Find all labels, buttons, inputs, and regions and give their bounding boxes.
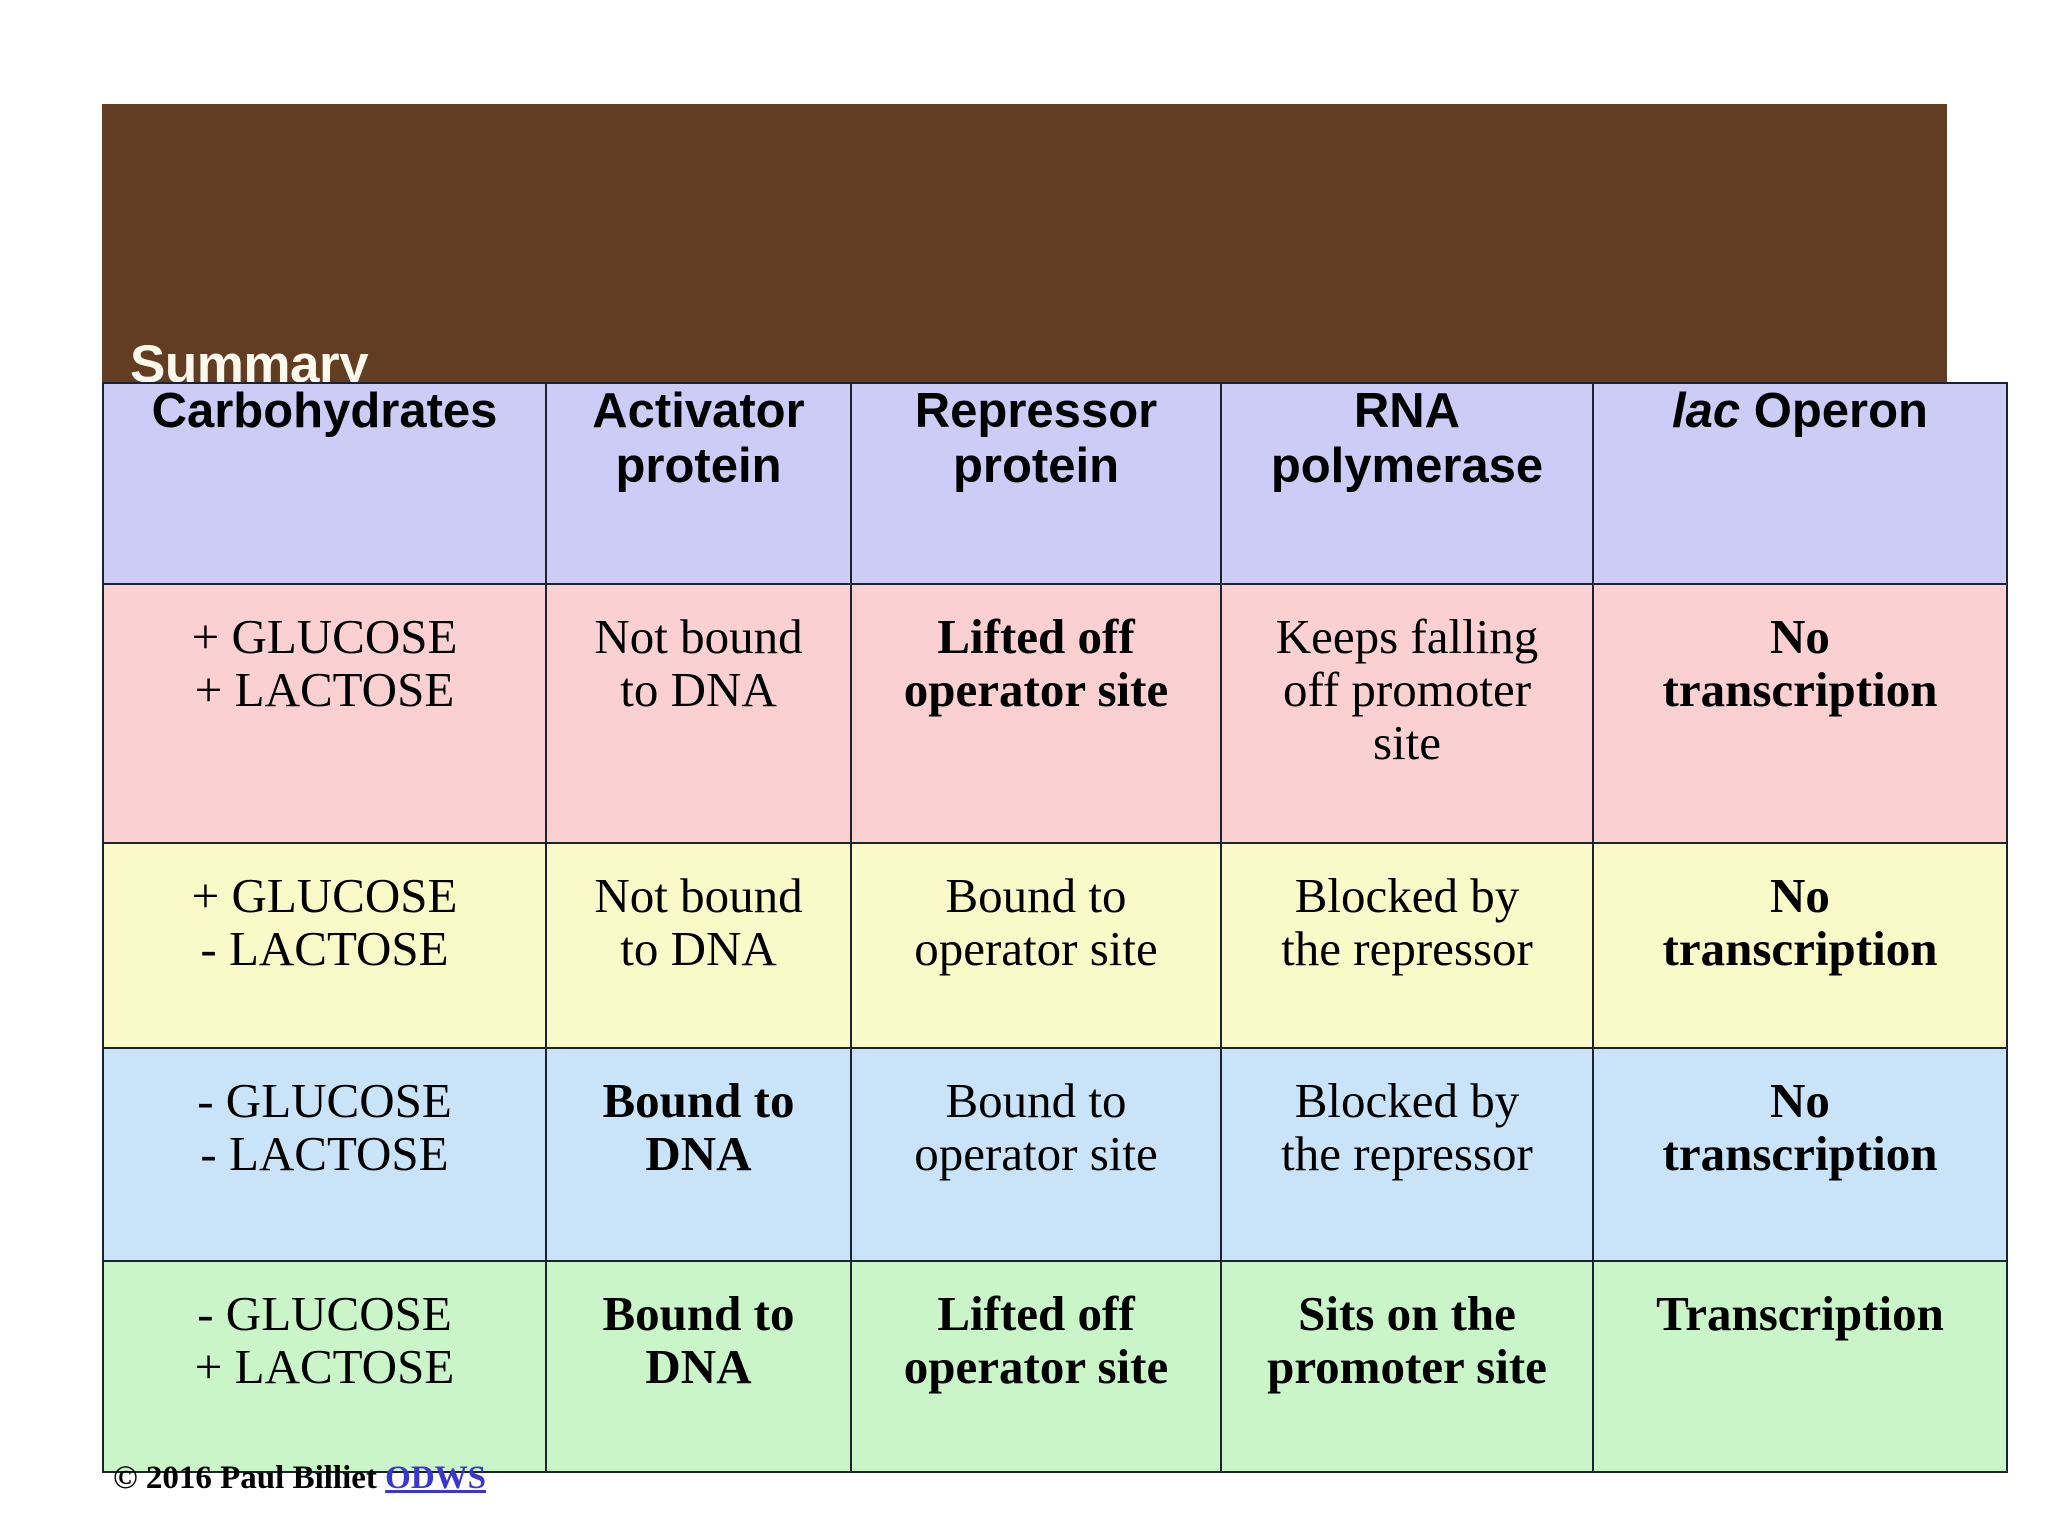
cell-rna-polymerase: Sits on the promoter site [1220,1260,1594,1473]
header-line: protein [615,438,782,493]
cell-rna-polymerase: Blocked by the repressor [1220,842,1594,1049]
cell-lac-operon: Transcription [1592,1260,2008,1473]
summary-table: Carbohydrates Activator protein Represso… [102,382,2008,1473]
cell-line: transcription [1662,1125,1938,1181]
header-line: lac Operon [1594,384,2006,439]
cell-line: to DNA [620,920,777,976]
odws-link[interactable]: ODWS [385,1460,487,1496]
cell-repressor-protein: Bound to operator site [850,842,1222,1049]
cell-carbohydrates: - GLUCOSE - LACTOSE [102,1047,547,1262]
cell-repressor-protein: Bound to operator site [850,1047,1222,1262]
cell-line: Bound to [602,1286,795,1341]
cell-line: + LACTOSE [194,661,455,717]
column-header-repressor-protein: Repressor protein [850,382,1222,585]
cell-rna-polymerase: Blocked by the repressor [1220,1047,1594,1262]
table-row: - GLUCOSE + LACTOSE Bound to DNA Lifted … [102,1260,2008,1473]
cell-line: Bound to [945,1073,1127,1128]
cell-lac-operon: No transcription [1592,842,2008,1049]
header-line: protein [952,438,1120,493]
cell-line: Not bound [594,868,803,923]
cell-line: DNA [645,1338,752,1394]
cell-line: Bound to [602,1073,795,1128]
cell-line: DNA [645,1125,752,1181]
cell-line: + LACTOSE [194,1338,455,1394]
cell-line: operator site [903,1338,1169,1394]
cell-line: Lifted off [937,1286,1135,1341]
cell-line: off promoter [1282,661,1532,717]
cell-activator-protein: Not bound to DNA [545,583,852,844]
cell-activator-protein: Not bound to DNA [545,842,852,1049]
cell-line: - LACTOSE [200,1125,449,1181]
header-line: Repressor [914,384,1158,438]
cell-activator-protein: Bound to DNA [545,1260,852,1473]
cell-lac-operon: No transcription [1592,1047,2008,1262]
cell-repressor-protein: Lifted off operator site [850,1260,1222,1473]
cell-line: No [1770,868,1830,923]
cell-line: Blocked by [1294,868,1520,923]
cell-line: Sits on the [1298,1286,1516,1341]
column-header-lac-operon: lac Operon [1592,382,2008,585]
operon-text: Operon [1740,384,1928,438]
cell-repressor-protein: Lifted off operator site [850,583,1222,844]
table-row: - GLUCOSE - LACTOSE Bound to DNA Bound t… [102,1047,2008,1262]
table-row: + GLUCOSE + LACTOSE Not bound to DNA Lif… [102,583,2008,844]
cell-line: operator site [914,1125,1158,1181]
cell-line: to DNA [620,661,777,717]
cell-line: - GLUCOSE [197,1073,452,1128]
cell-line: transcription [1662,920,1938,976]
cell-line: No [1770,609,1830,664]
title-banner [102,104,1947,382]
cell-line: Transcription [1656,1286,1944,1341]
cell-lac-operon: No transcription [1592,583,2008,844]
cell-carbohydrates: + GLUCOSE + LACTOSE [102,583,547,844]
cell-line: Lifted off [937,609,1135,664]
cell-carbohydrates: + GLUCOSE - LACTOSE [102,842,547,1049]
cell-rna-polymerase: Keeps falling off promoter site [1220,583,1594,844]
table-row: + GLUCOSE - LACTOSE Not bound to DNA Bou… [102,842,2008,1049]
header-line: Activator [592,384,805,438]
cell-line: Not bound [594,609,803,664]
header-line: RNA [1353,384,1461,438]
header-line: Carbohydrates [151,384,498,438]
column-header-activator-protein: Activator protein [545,382,852,585]
cell-line: transcription [1662,661,1938,717]
cell-line: - LACTOSE [200,920,449,976]
cell-line: operator site [914,920,1158,976]
cell-line: Keeps falling [1275,609,1539,664]
table-header-row: Carbohydrates Activator protein Represso… [102,382,2008,585]
cell-line: promoter site [1267,1338,1547,1394]
cell-activator-protein: Bound to DNA [545,1047,852,1262]
cell-line: the repressor [1281,1125,1533,1181]
cell-line: Blocked by [1294,1073,1520,1128]
copyright-credit: © 2016 Paul Billiet ODWS [113,1460,486,1497]
cell-line: the repressor [1281,920,1533,976]
credit-text: © 2016 Paul Billiet [113,1460,386,1496]
cell-line: + GLUCOSE [191,609,458,664]
cell-line: Bound to [945,868,1127,923]
column-header-rna-polymerase: RNA polymerase [1220,382,1594,585]
cell-carbohydrates: - GLUCOSE + LACTOSE [102,1260,547,1473]
cell-line: operator site [903,661,1169,717]
cell-line: site [1372,714,1442,770]
header-line: polymerase [1270,438,1544,493]
cell-line: - GLUCOSE [197,1286,452,1341]
cell-line: No [1770,1073,1830,1128]
column-header-carbohydrates: Carbohydrates [102,382,547,585]
table-body: + GLUCOSE + LACTOSE Not bound to DNA Lif… [102,583,2008,1473]
cell-line: + GLUCOSE [191,868,458,923]
lac-italic: lac [1672,384,1741,438]
